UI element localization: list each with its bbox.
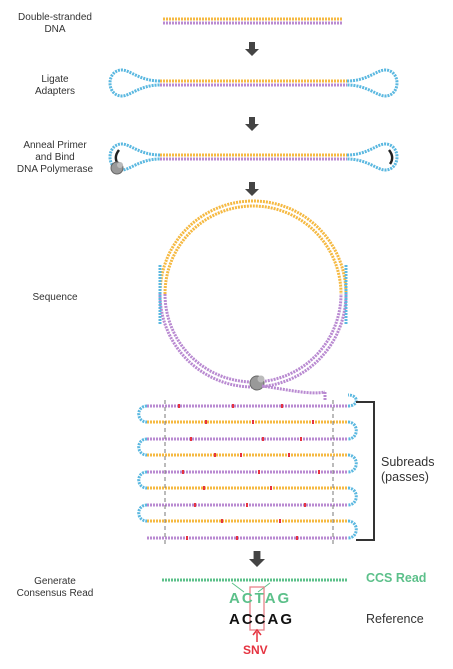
down-arrow-icon	[245, 182, 259, 196]
step-label-anneal-primer: Anneal Primer and Bind DNA Polymerase	[16, 140, 94, 175]
reference-label: Reference	[366, 612, 424, 626]
ccs-read-label: CCS Read	[366, 571, 427, 585]
step-label-generate-consensus: Generate Consensus Read	[16, 576, 94, 599]
step-label-ligate-adapters: Ligate Adapters	[34, 74, 76, 97]
smrtbell-with-polymerase	[108, 142, 399, 175]
dsdna	[163, 17, 343, 25]
step-label-sequence: Sequence	[32, 292, 78, 303]
step-label-double-stranded-dna: Double-stranded DNA	[18, 12, 92, 35]
down-arrow-icon	[245, 117, 259, 131]
snv-label: SNV	[243, 643, 268, 657]
subreads-serpentine	[137, 392, 375, 545]
subreads-label: Subreads (passes)	[381, 455, 435, 484]
smrtbell-with-adapters	[108, 68, 399, 98]
circular-template	[158, 199, 348, 395]
down-arrow-icon	[245, 42, 259, 56]
down-arrow-icon	[249, 551, 265, 567]
ccs-sequence: ACTAG	[229, 590, 292, 607]
reference-sequence: ACCAG	[229, 611, 294, 628]
